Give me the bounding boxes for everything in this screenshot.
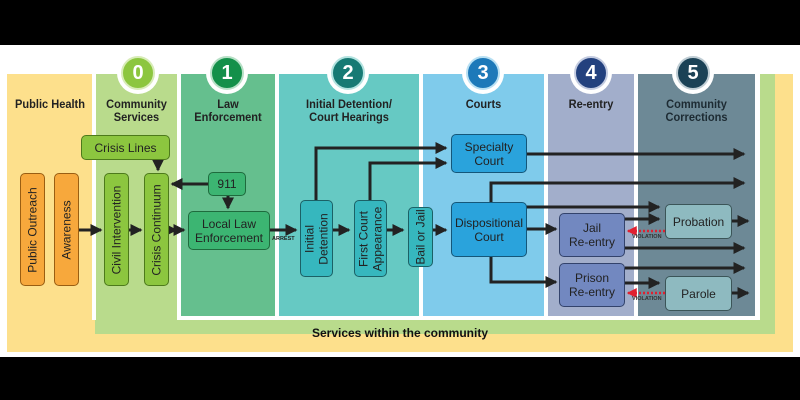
911-box[interactable]: 911	[208, 172, 246, 196]
intercept-badge-2: 2	[327, 52, 369, 94]
arrow-dispositional-to-prison	[489, 252, 558, 288]
awareness-box[interactable]: Awareness	[54, 173, 79, 286]
title-re-entry: Re-entry	[568, 97, 614, 111]
intercept-badge-3: 3	[462, 52, 504, 94]
arrest-label: ARREST	[272, 236, 295, 242]
parole-box[interactable]: Parole	[665, 276, 732, 311]
civil-intervention-box[interactable]: Civil Intervention	[104, 173, 129, 286]
arrow-dispositional-up-out	[489, 177, 746, 203]
violation-label-parole: VIOLATION	[632, 296, 662, 302]
title-courts: Courts	[465, 97, 502, 111]
title-initial-detention: Initial Detention/Court Hearings	[306, 97, 392, 124]
crisis-lines-box[interactable]: Crisis Lines	[81, 135, 170, 160]
column-community-corrections	[638, 74, 755, 316]
crisis-continuum-box[interactable]: Crisis Continuum	[144, 173, 169, 286]
arrow-detention-to-specialty	[314, 142, 448, 200]
bail-or-jail-box[interactable]: Bail or Jail	[408, 207, 433, 267]
arrow-first-to-specialty	[368, 157, 448, 200]
public-outreach-box[interactable]: Public Outreach	[20, 173, 45, 286]
intercept-badge-5: 5	[672, 52, 714, 94]
violation-label-probation: VIOLATION	[632, 234, 662, 240]
title-public-health: Public Health	[15, 97, 85, 111]
services-within-community-label: Services within the community	[311, 326, 489, 340]
intercept-badge-0: 0	[117, 52, 159, 94]
probation-box[interactable]: Probation	[665, 204, 732, 239]
intercept-badge-1: 1	[206, 52, 248, 94]
column-courts	[423, 74, 544, 316]
intercept-badge-4: 4	[570, 52, 612, 94]
